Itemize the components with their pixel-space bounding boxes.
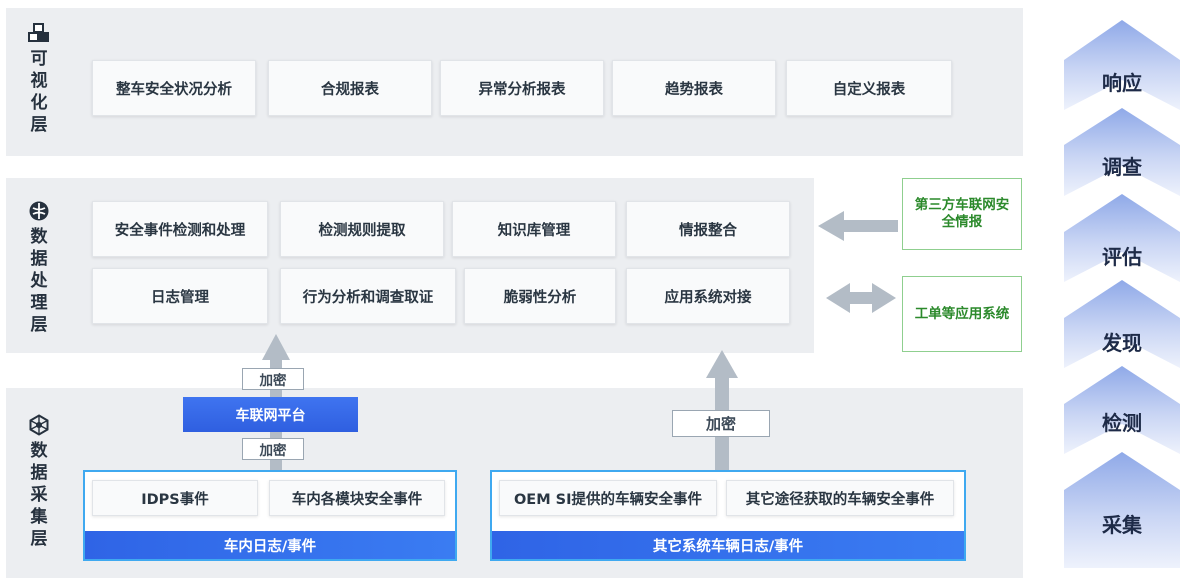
layer-char: 据: [30, 249, 48, 269]
encrypt-tag-upper: 加密: [242, 368, 304, 390]
stage-chevron-response: [1064, 20, 1180, 110]
proc-item-intel-integration[interactable]: 情报整合: [626, 201, 790, 257]
other-systems-group: OEM SI提供的车辆安全事件 其它途径获取的车辆安全事件 其它系统车辆日志/事…: [490, 470, 966, 561]
in-vehicle-item-modules[interactable]: 车内各模块安全事件: [269, 480, 445, 516]
viz-item-compliance-report[interactable]: 合规报表: [268, 60, 432, 116]
proc-item-app-integration[interactable]: 应用系统对接: [626, 268, 790, 324]
stage-investigate: 调查: [1102, 154, 1142, 179]
proc-item-vulnerability[interactable]: 脆弱性分析: [464, 268, 616, 324]
stage-chevron-detect: [1064, 366, 1180, 454]
layer-char: 数: [30, 227, 48, 247]
stage-collect: 采集: [1102, 512, 1142, 537]
layer-char: 层: [30, 529, 48, 549]
in-vehicle-group: IDPS事件 车内各模块安全事件 车内日志/事件: [83, 470, 457, 561]
visualization-layer-label: 可 视 化 层: [28, 22, 50, 136]
stage-response: 响应: [1102, 70, 1142, 95]
viz-item-trend-report[interactable]: 趋势报表: [612, 60, 776, 116]
proc-item-log-management[interactable]: 日志管理: [92, 268, 268, 324]
layer-char: 层: [30, 115, 48, 135]
proc-item-incident-detection[interactable]: 安全事件检测和处理: [92, 201, 268, 257]
in-vehicle-item-idps[interactable]: IDPS事件: [92, 480, 258, 516]
stage-discover: 发现: [1102, 330, 1142, 355]
stage-chevron-collect: [1064, 452, 1180, 568]
arrow-shaft-bidirectional: [848, 292, 874, 304]
viz-item-custom-report[interactable]: 自定义报表: [786, 60, 952, 116]
stage-chevron-assess: [1064, 194, 1180, 282]
work-order-system-box[interactable]: 工单等应用系统: [902, 276, 1022, 352]
layer-char: 据: [30, 463, 48, 483]
viz-item-vehicle-security[interactable]: 整车安全状况分析: [92, 60, 256, 116]
brain-icon: [29, 201, 49, 221]
collection-layer-label: 数 据 采 集 层: [28, 414, 50, 550]
other-item-other-sources[interactable]: 其它途径获取的车辆安全事件: [726, 480, 954, 516]
stage-detect: 检测: [1102, 410, 1142, 435]
other-systems-footer: 其它系统车辆日志/事件: [492, 531, 964, 559]
layer-char: 层: [30, 315, 48, 335]
network-icon: [29, 414, 49, 436]
processing-layer-label: 数 据 处 理 层: [28, 200, 50, 336]
layer-char: 视: [30, 71, 48, 91]
third-party-intel-box[interactable]: 第三方车联网安全情报: [902, 178, 1022, 250]
stage-chevron-investigate: [1064, 108, 1180, 196]
stage-chevron-discover: [1064, 280, 1180, 368]
layer-char: 化: [30, 93, 48, 113]
cubes-icon: [28, 23, 49, 42]
other-item-oem-si[interactable]: OEM SI提供的车辆安全事件: [499, 480, 717, 516]
layer-char: 可: [30, 49, 48, 69]
viz-item-anomaly-report[interactable]: 异常分析报表: [440, 60, 604, 116]
arrow-head-left: [262, 334, 290, 360]
proc-item-forensics[interactable]: 行为分析和调查取证: [280, 268, 456, 324]
layer-char: 集: [30, 507, 48, 527]
stage-assess: 评估: [1102, 244, 1142, 269]
arrow-shaft-intel: [842, 220, 898, 232]
arrow-head-intel: [818, 211, 844, 241]
proc-item-rule-extraction[interactable]: 检测规则提取: [280, 201, 444, 257]
arrow-head-bidirectional-left: [826, 283, 850, 313]
proc-item-knowledge-base[interactable]: 知识库管理: [452, 201, 616, 257]
encrypt-tag-right: 加密: [672, 410, 770, 437]
arrow-head-right: [706, 350, 738, 378]
encrypt-tag-lower: 加密: [242, 438, 304, 460]
arrow-head-bidirectional-right: [872, 283, 896, 313]
layer-char: 数: [30, 441, 48, 461]
layer-char: 采: [30, 485, 48, 505]
layer-char: 处: [30, 271, 48, 291]
vehicle-network-platform[interactable]: 车联网平台: [183, 397, 358, 432]
layer-char: 理: [30, 293, 48, 313]
in-vehicle-footer: 车内日志/事件: [85, 531, 455, 559]
